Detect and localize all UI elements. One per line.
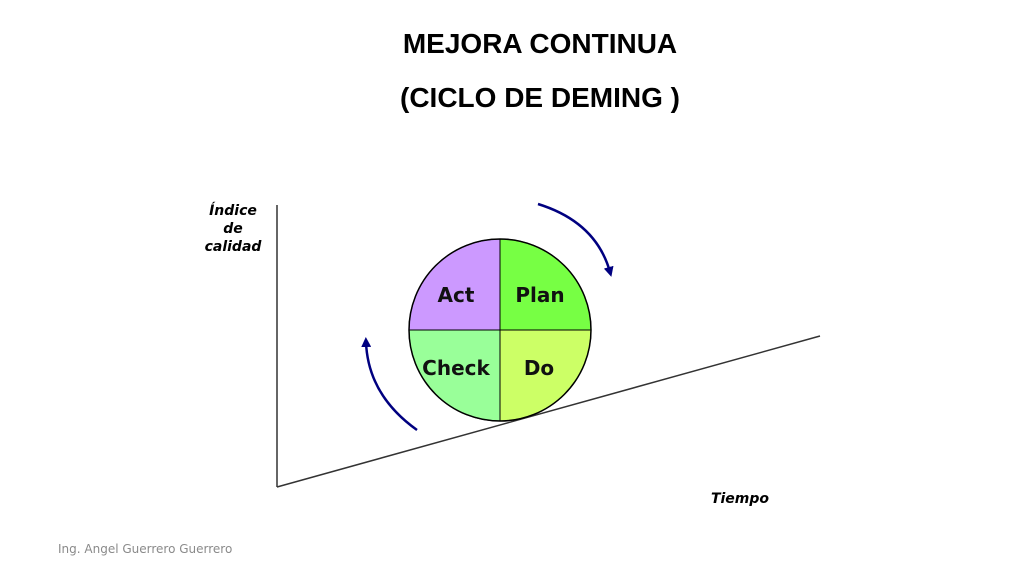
x-axis-label: Tiempo — [710, 491, 770, 507]
pdca-wheel: Act Plan Check Do — [408, 238, 592, 422]
improvement-slope-line — [276, 335, 821, 488]
do-label: Do — [524, 356, 554, 380]
clockwise-arrow-top-icon — [537, 202, 614, 277]
page-title: MEJORA CONTINUA — [402, 28, 678, 59]
y-axis-label-line: de — [223, 221, 243, 237]
plan-label: Plan — [515, 283, 564, 307]
footer-author: Ing. Angel Guerrero Guerrero — [58, 542, 233, 556]
wheel-outline — [408, 238, 592, 422]
clockwise-arrow-bottom-icon — [361, 337, 418, 432]
act-label: Act — [438, 283, 475, 307]
y-axis-label: Índice de calidad — [198, 202, 268, 256]
y-axis-label-line: calidad — [204, 239, 262, 255]
check-label: Check — [422, 356, 490, 380]
page-subtitle: (CICLO DE DEMING ) — [400, 82, 680, 113]
y-axis-label-line: Índice — [209, 203, 257, 219]
